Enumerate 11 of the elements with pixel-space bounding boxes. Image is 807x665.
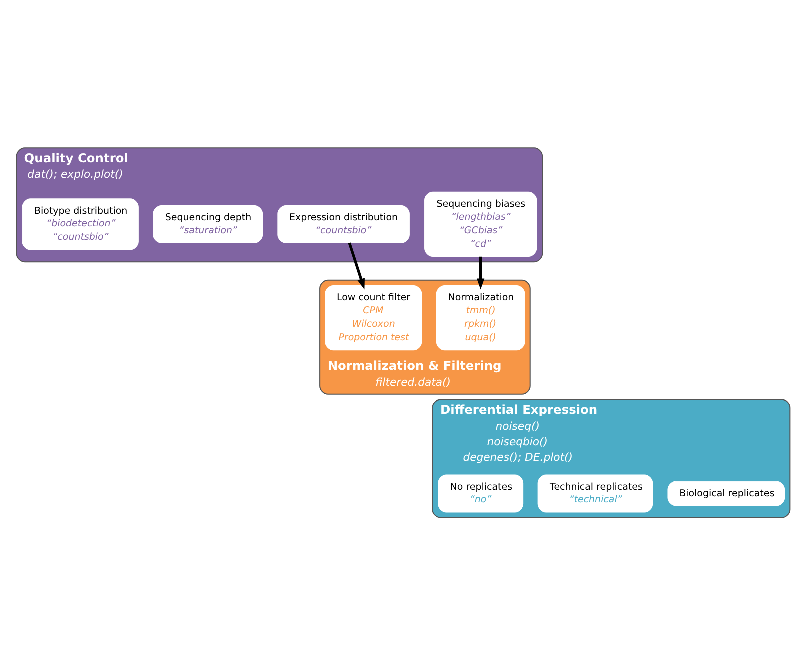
node-box: Expression distribution “countsbio” (278, 204, 410, 243)
arrow (348, 242, 365, 290)
node-box: Low count filter CPM Wilcoxon Proportion test (325, 285, 422, 350)
node-box: No replicates “no” (438, 474, 524, 512)
node-box: Sequencing biases “lengthbias” “GCbias” “cd” (424, 191, 538, 257)
node-box: Technical replicates “technical” (538, 474, 654, 512)
node-box: Biotype distribution “biodetection” “countsbio” (22, 198, 139, 250)
node-box: Sequencing depth “saturation” (153, 204, 264, 243)
arrow (477, 256, 485, 290)
node-box: Normalization tmm() rpkm() uqua() (436, 285, 526, 350)
node-box: Biological replicates (668, 480, 786, 506)
